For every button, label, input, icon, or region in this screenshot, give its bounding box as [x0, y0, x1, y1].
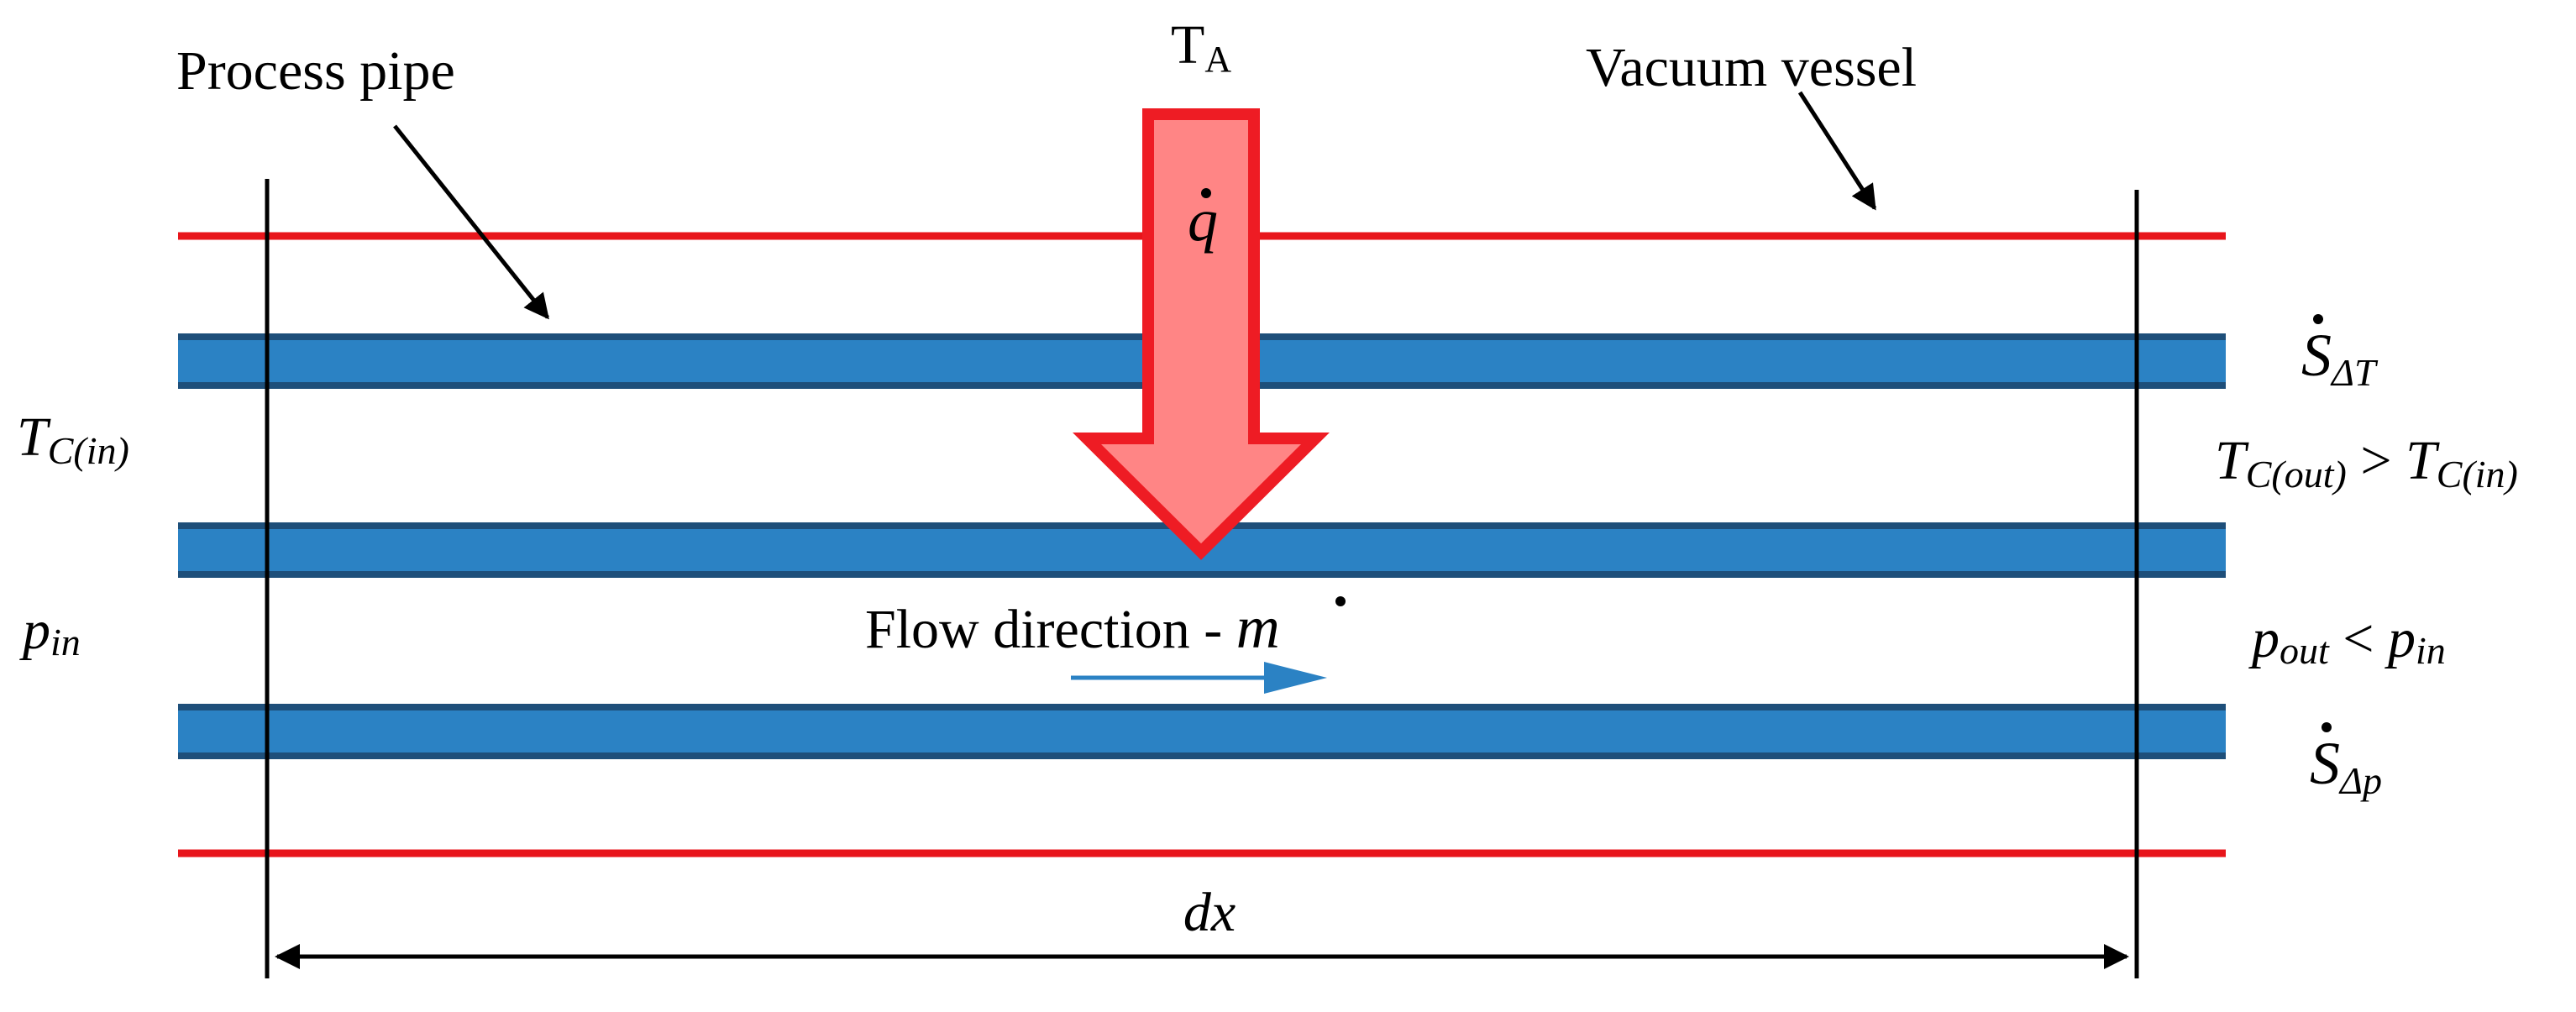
flow-direction-text: Flow direction - — [865, 599, 1236, 660]
outlet-pressure-operator: < — [2329, 608, 2388, 669]
entropy-dt-symbol: S — [2301, 322, 2332, 389]
outlet-temperature-subscript: C(out) — [2246, 453, 2347, 496]
inlet-temperature-label: TC(in) — [17, 406, 129, 472]
outlet-temperature-compare-subscript: C(in) — [2437, 453, 2518, 496]
inlet-pressure-label: pin — [19, 600, 81, 663]
outlet-pressure-compare-symbol: p — [2385, 608, 2416, 669]
outlet-pressure-label: pout < pin — [2248, 608, 2446, 672]
vacuum-vessel-label: Vacuum vessel — [1586, 37, 1917, 98]
heat-load-dot — [1201, 188, 1211, 198]
mass-flow-symbol: m — [1236, 594, 1280, 661]
outlet-temperature-operator: > — [2347, 430, 2405, 491]
entropy-dp-dot — [2322, 722, 2332, 732]
entropy-dp-subscript: Δp — [2338, 759, 2382, 802]
pipe-wall-lower — [178, 704, 2226, 759]
inlet-temperature-subscript: C(in) — [48, 429, 129, 472]
heat-load-symbol: q — [1188, 186, 1218, 254]
outlet-pressure-subscript: out — [2280, 629, 2330, 672]
process-pipe-label: Process pipe — [176, 40, 455, 102]
entropy-dp-label: SΔp — [2310, 722, 2382, 802]
arrow-right-icon — [1071, 662, 1327, 694]
outlet-temperature-compare-symbol: T — [2405, 430, 2440, 491]
vacuum-vessel-pointer-arrow — [1797, 91, 1877, 211]
entropy-dt-dot — [2313, 314, 2323, 324]
length-element-label: dx — [1183, 882, 1236, 943]
ambient-temperature-subscript: A — [1204, 39, 1231, 80]
heat-load-label: q — [1188, 186, 1218, 254]
entropy-dp-text: SΔp — [2310, 730, 2382, 802]
inlet-pressure-symbol: p — [19, 600, 50, 661]
entropy-dt-label: SΔT — [2301, 314, 2379, 394]
entropy-dt-text: SΔT — [2301, 322, 2379, 394]
entropy-dt-subscript: ΔT — [2330, 351, 2379, 394]
mass-flow-dot — [1335, 596, 1346, 606]
entropy-dp-symbol: S — [2310, 730, 2340, 797]
inlet-temperature-symbol: T — [17, 406, 51, 468]
outlet-temperature-symbol: T — [2215, 430, 2249, 491]
ambient-temperature-symbol: T — [1171, 14, 1204, 76]
outlet-pressure-symbol: p — [2248, 608, 2280, 669]
ambient-temperature-label: TA — [1171, 14, 1231, 80]
arrow-down-icon — [1073, 108, 1330, 560]
inlet-pressure-subscript: in — [50, 621, 81, 663]
flow-direction-label: Flow direction - m — [865, 594, 1280, 661]
outlet-temperature-label: TC(out) > TC(in) — [2215, 430, 2518, 496]
outlet-pressure-compare-subscript: in — [2416, 629, 2446, 672]
process-pipe-pointer-arrow — [393, 124, 549, 320]
